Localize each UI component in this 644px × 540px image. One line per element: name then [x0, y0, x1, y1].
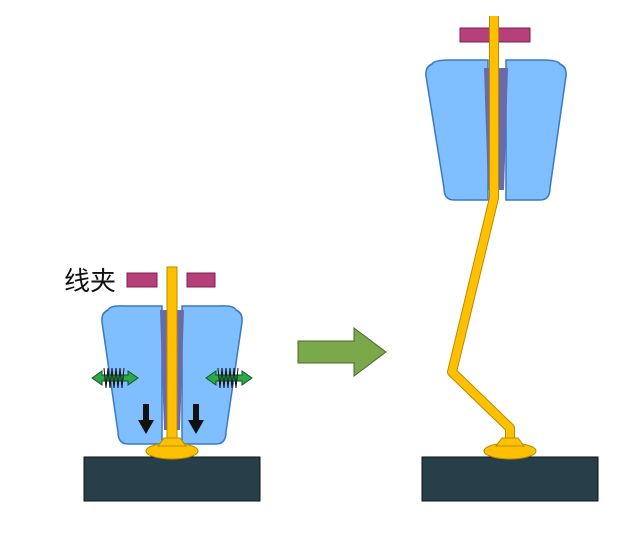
- right-arrow-icon: [297, 327, 387, 377]
- left-clamp-left-jaw: [126, 272, 158, 288]
- left-stage: [83, 266, 261, 502]
- right-substrate: [421, 456, 599, 502]
- clamp-label: 线夹: [64, 267, 117, 297]
- right-capillary-right-half: [505, 59, 567, 201]
- left-clamp-right-jaw: [186, 272, 216, 288]
- right-ball-neck: [495, 437, 525, 447]
- down-arrow-icon: [138, 404, 154, 434]
- double-arrow-icon: [205, 367, 253, 389]
- left-substrate: [83, 456, 261, 502]
- double-arrow-icon: [91, 367, 139, 389]
- left-ball-neck: [157, 437, 187, 447]
- down-arrow-icon: [188, 404, 204, 434]
- left-wire: [166, 266, 178, 440]
- right-capillary-left-half: [425, 59, 489, 201]
- right-wire-fill: [448, 16, 514, 444]
- right-stage: [421, 16, 599, 502]
